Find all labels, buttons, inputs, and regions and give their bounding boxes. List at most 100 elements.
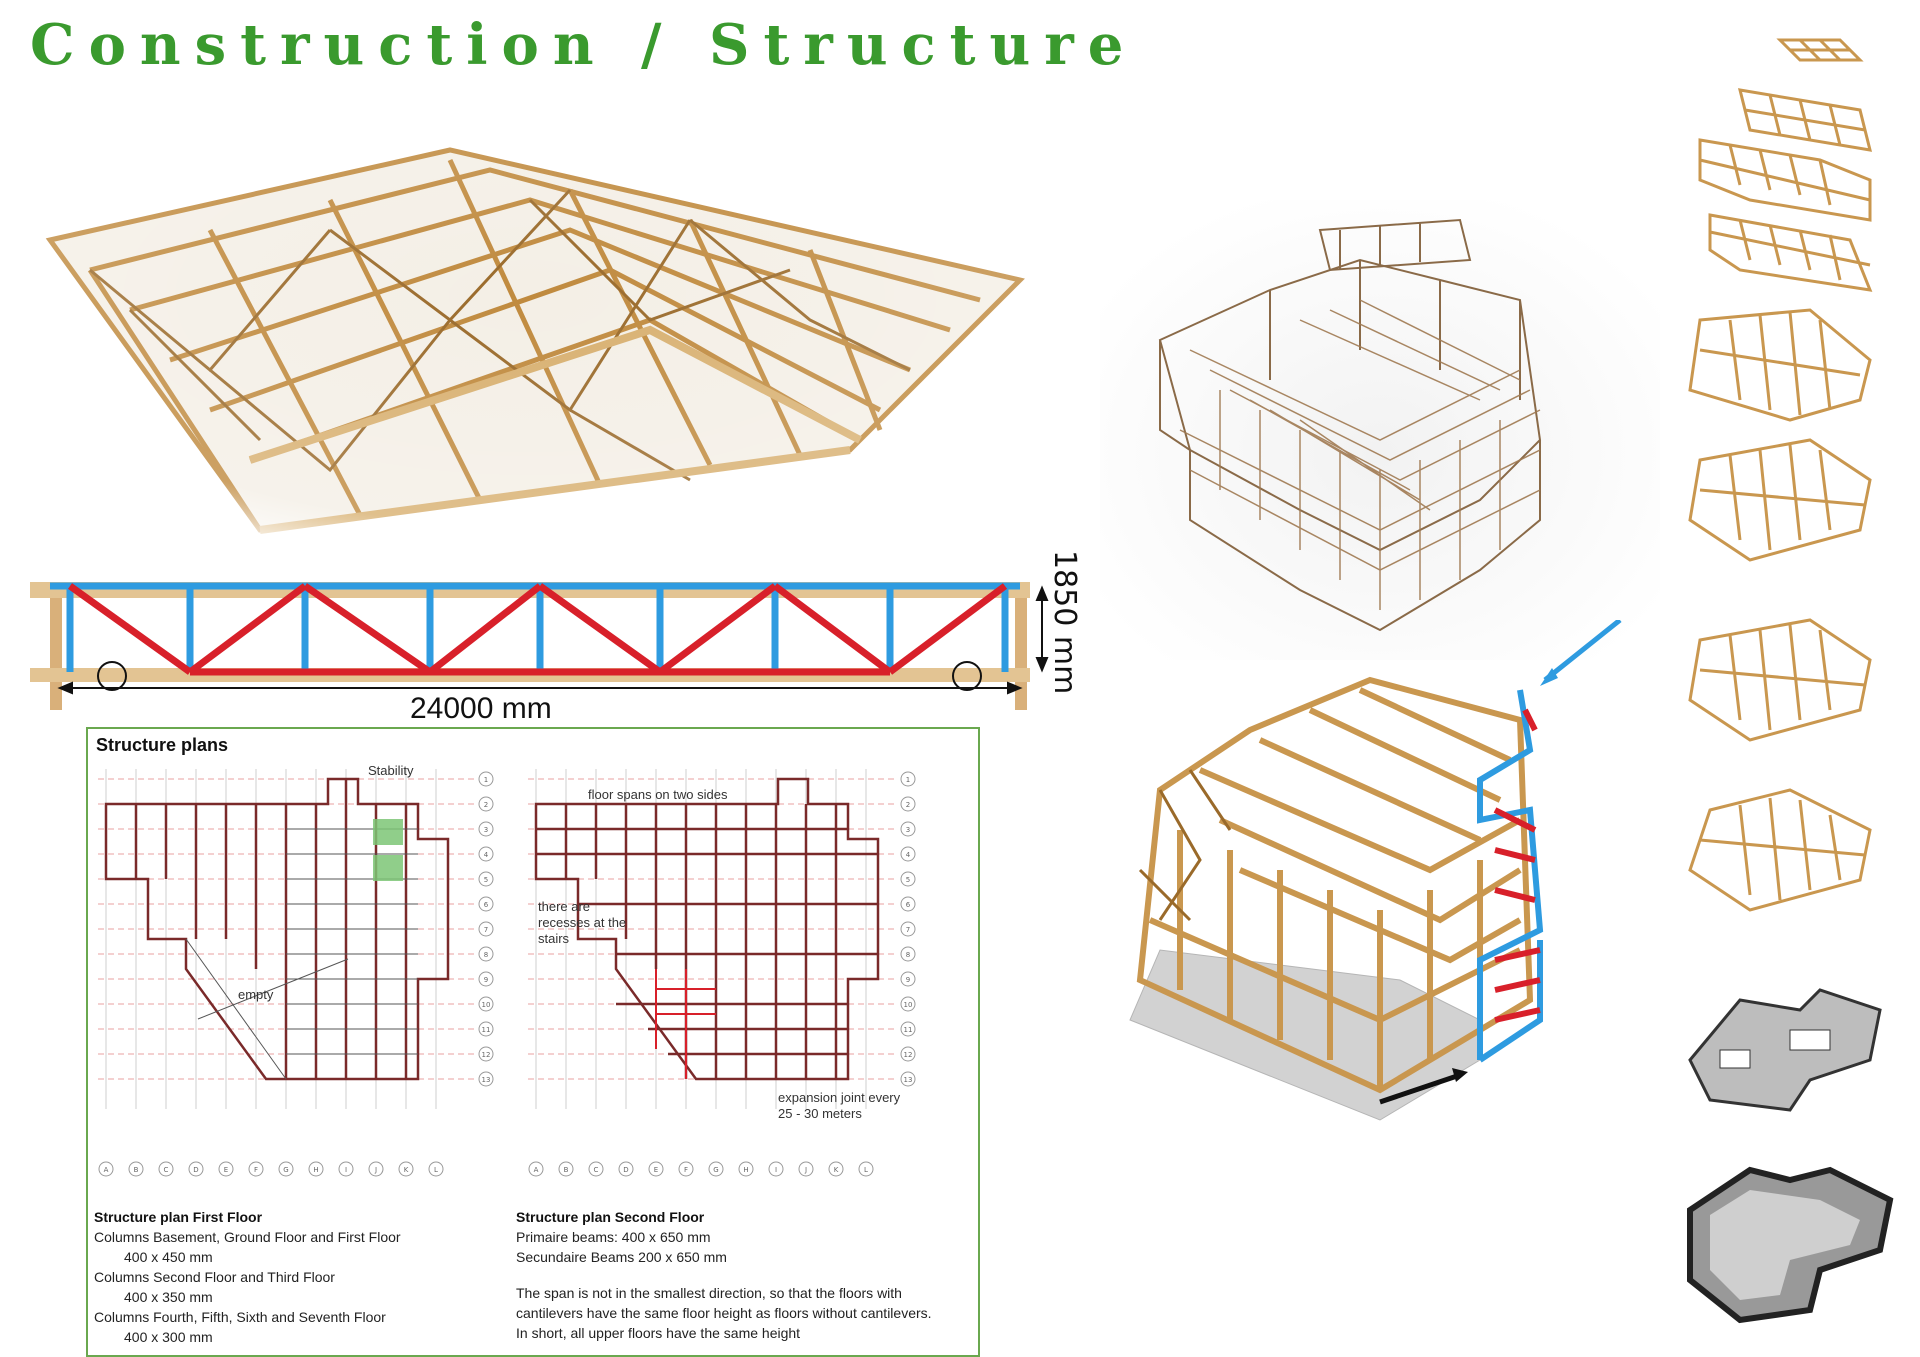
building-frame-highlight-render	[1129, 620, 1622, 1121]
grid-bubble	[900, 821, 916, 837]
grid-bubble	[478, 771, 494, 787]
grid-bubble-label: 12	[904, 1051, 913, 1059]
floor-frame-4	[1708, 213, 1873, 292]
grid-bubble-label: B	[564, 1166, 569, 1174]
grid-bubble-label: I	[345, 1166, 347, 1174]
grid-bubble	[678, 1161, 694, 1177]
grid-bubble-label: L	[434, 1166, 438, 1174]
note-line: 400 x 350 mm	[124, 1289, 213, 1305]
floor-frame-1	[1688, 618, 1872, 742]
recesses-label-2: recesses at the	[538, 915, 626, 930]
grid-bubble-label: 11	[482, 1026, 491, 1034]
grid-bubble	[248, 1161, 264, 1177]
grid-bubble	[738, 1161, 754, 1177]
grid-bubble	[98, 1161, 114, 1177]
grid-bubble	[900, 896, 916, 912]
note-line: 400 x 450 mm	[124, 1249, 213, 1265]
grid-bubble	[278, 1161, 294, 1177]
truss-elevation-diagram: 24000 mm	[30, 582, 1049, 720]
floor-frame-7	[1776, 38, 1864, 62]
grid-bubble	[900, 1046, 916, 1062]
grid-bubble-label: D	[623, 1166, 628, 1174]
building-frame-render	[1100, 200, 1660, 660]
grid-bubble	[900, 771, 916, 787]
grid-bubble	[858, 1161, 874, 1177]
floor-frame-3	[1688, 308, 1872, 422]
floor-frame-0	[1688, 788, 1872, 912]
note-paragraph-line: The span is not in the smallest directio…	[516, 1285, 902, 1301]
grid-bubble	[900, 1021, 916, 1037]
structure-plans-panel: Structure plans	[86, 727, 980, 1357]
grid-bubble-label: 10	[482, 1001, 491, 1009]
note-line: Columns Fourth, Fifth, Sixth and Seventh…	[94, 1309, 386, 1325]
grid-bubble-label: F	[684, 1166, 688, 1174]
grid-bubble-label: D	[193, 1166, 198, 1174]
grid-bubble	[218, 1161, 234, 1177]
grid-bubble	[588, 1161, 604, 1177]
grid-bubble	[128, 1161, 144, 1177]
grid-bubble	[478, 1046, 494, 1062]
grid-bubble	[478, 871, 494, 887]
grid-bubble	[158, 1161, 174, 1177]
grid-bubble-label: G	[713, 1166, 718, 1174]
span-label: 24000 mm	[410, 692, 552, 720]
floor-plans-drawing: Stability empty floor spans on two sides…	[98, 763, 916, 1177]
grid-bubble-label: 3	[484, 826, 488, 834]
grid-bubble-label: I	[775, 1166, 777, 1174]
grid-bubble-label: 9	[906, 976, 910, 984]
note-line: 400 x 300 mm	[124, 1329, 213, 1345]
note-paragraph-line: In short, all upper floors have the same…	[516, 1325, 801, 1341]
grid-bubble-label: J	[374, 1166, 377, 1174]
grid-bubble	[478, 921, 494, 937]
grid-bubble	[478, 846, 494, 862]
grid-bubble-label: 12	[482, 1051, 491, 1059]
grid-bubble-label: 8	[906, 951, 910, 959]
grid-bubble	[900, 796, 916, 812]
recesses-label-3: stairs	[538, 931, 570, 946]
grid-bubble-label: 10	[904, 1001, 913, 1009]
grid-bubble-label: 8	[484, 951, 488, 959]
grid-bubble-label: F	[254, 1166, 258, 1174]
grid-bubble-label: E	[224, 1166, 228, 1174]
grid-bubble-label: A	[534, 1166, 539, 1174]
grid-bubble	[428, 1161, 444, 1177]
first-floor-notes: Structure plan First Floor Columns Basem…	[94, 1207, 494, 1347]
grid-bubble	[708, 1161, 724, 1177]
grid-bubble-label: 3	[906, 826, 910, 834]
grid-bubble	[368, 1161, 384, 1177]
grid-bubble	[618, 1161, 634, 1177]
grid-bubble-label: 5	[484, 876, 488, 884]
grid-bubble	[478, 1071, 494, 1087]
note-paragraph-line: cantilevers have the same floor height a…	[516, 1305, 932, 1321]
recesses-label-1: there are	[538, 899, 590, 914]
floor-frame-6	[1737, 88, 1873, 152]
grid-bubble	[478, 971, 494, 987]
note-line: Columns Second Floor and Third Floor	[94, 1269, 335, 1285]
grid-bubble-label: K	[404, 1166, 409, 1174]
truss-height-label-wrapper: 1850 mm	[1047, 550, 1104, 710]
grid-bubble	[478, 946, 494, 962]
floor-spans-label: floor spans on two sides	[588, 787, 728, 802]
grid-bubble-label: 1	[906, 776, 910, 784]
grid-bubble	[900, 1071, 916, 1087]
grid-bubble-label: C	[594, 1166, 599, 1174]
grid-bubble	[798, 1161, 814, 1177]
empty-label: empty	[238, 987, 274, 1002]
grid-bubble-label: 6	[906, 901, 911, 909]
foundation-slab	[1687, 1166, 1894, 1324]
grid-bubble-label: 4	[484, 851, 489, 859]
grid-bubble	[478, 796, 494, 812]
grid-bubble-label: L	[864, 1166, 868, 1174]
exploded-floor-stack	[1687, 38, 1894, 1324]
note-line: Secundaire Beams 200 x 650 mm	[516, 1249, 727, 1265]
grid-bubble-label: 13	[482, 1076, 491, 1084]
grid-bubble	[478, 821, 494, 837]
grid-bubble-label: H	[743, 1166, 748, 1174]
grid-bubble-label: J	[804, 1166, 807, 1174]
grid-bubble-label: 6	[484, 901, 489, 909]
note-line: Primaire beams: 400 x 650 mm	[516, 1229, 711, 1245]
second-floor-plan	[534, 777, 880, 1081]
grid-bubble-label: 7	[906, 926, 910, 934]
grid-bubble-label: E	[654, 1166, 658, 1174]
roof-truss-render	[30, 120, 1030, 560]
